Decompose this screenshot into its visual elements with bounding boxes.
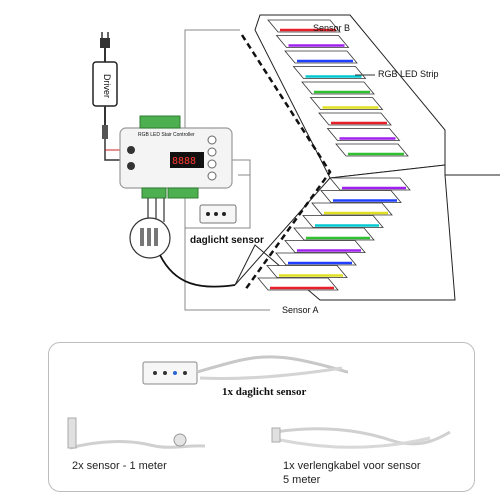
- sensor-a-wire: [184, 185, 270, 311]
- extension-caption-line2: 5 meter: [283, 474, 321, 486]
- controller-button-down: [207, 159, 217, 169]
- plug-icon: [100, 38, 110, 48]
- rgb-strip-label: RGB LED Strip: [378, 69, 439, 79]
- sensor-product-cable: [69, 440, 206, 450]
- extension-caption-line1: 1x verlengkabel voor sensor: [283, 460, 421, 472]
- sensor-a-label: Sensor A: [282, 305, 319, 315]
- sensor-trace: [240, 34, 332, 291]
- upper-steps: [267, 19, 409, 157]
- lower-steps: [257, 177, 411, 291]
- daylight-sensor-caption: 1x daglicht sensor: [222, 386, 307, 398]
- extension-cable: [274, 427, 451, 446]
- controller-title: RGB LED Stair Controller: [138, 132, 195, 138]
- daylight-wire: [185, 159, 251, 229]
- package-contents: [48, 342, 475, 492]
- controller-button-mode: [207, 147, 217, 157]
- sensor-b-label: Sensor B: [313, 23, 351, 33]
- daylight-sensor-product: [142, 361, 198, 385]
- daylight-sensor-cable: [196, 355, 349, 374]
- controller-button-up: [207, 135, 217, 145]
- sensor-b-wire: [184, 29, 240, 150]
- controller-display: [170, 152, 204, 168]
- sensor-cable: [159, 254, 236, 288]
- sensor-head: [173, 433, 187, 447]
- sensor-caption: 2x sensor - 1 meter: [72, 460, 167, 472]
- daylight-sensor-label: daglicht sensor: [190, 235, 264, 246]
- controller-button-set: [207, 171, 217, 181]
- power-cable: [104, 139, 125, 161]
